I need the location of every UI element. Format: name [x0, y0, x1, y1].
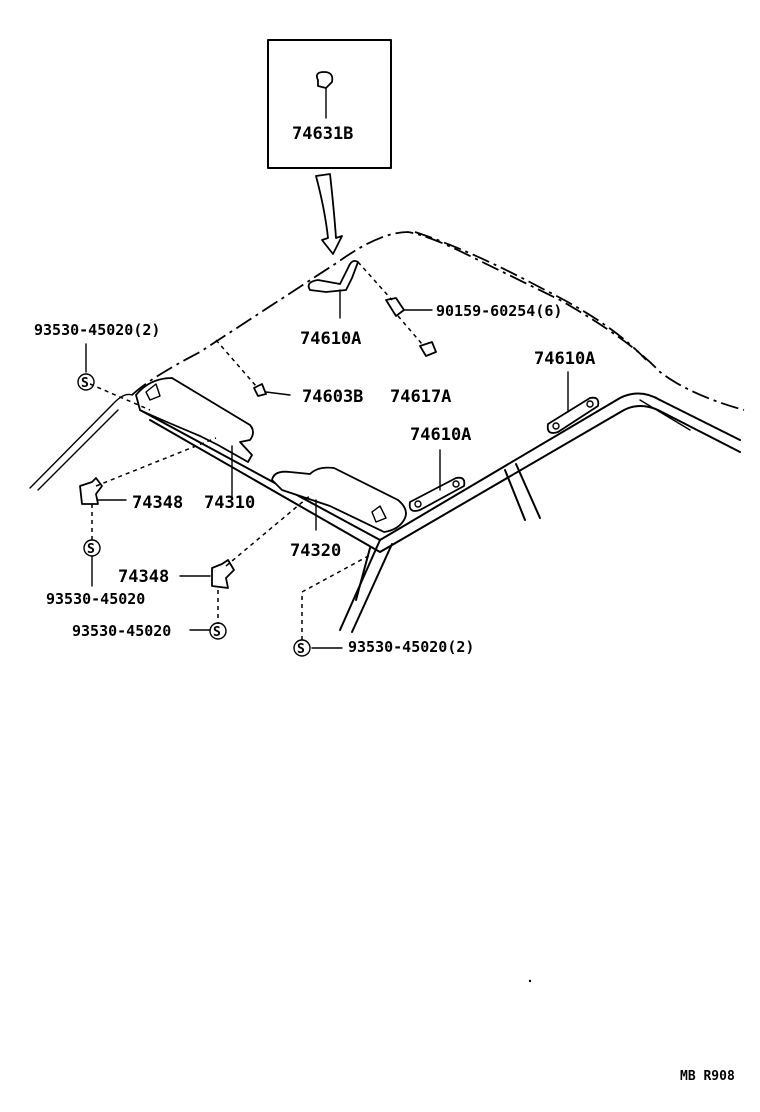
- clip-74617a: [357, 261, 437, 357]
- bracket-74610a-mid: [408, 449, 466, 512]
- stray-dot: [528, 979, 532, 983]
- clip-s-left-bottom: S: [83, 539, 101, 587]
- label-74631b: 74631B: [292, 124, 353, 144]
- inset-box: 74631B: [267, 39, 392, 169]
- label-74610a-right: 74610A: [534, 349, 595, 369]
- sun-visor-right: [271, 466, 407, 533]
- label-74310: 74310: [204, 493, 255, 513]
- dashed-leaders: [89, 383, 373, 640]
- label-90159-60254: 90159-60254(6): [436, 302, 562, 320]
- clip-74631b-icon: [315, 71, 334, 89]
- label-74610a-top: 74610A: [300, 329, 361, 349]
- clip-s-center-bottom: S: [189, 622, 227, 640]
- label-74610a-mid: 74610A: [410, 425, 471, 445]
- holder-74348-left: [79, 477, 127, 505]
- label-93530-45020-2-right: 93530-45020(2): [348, 638, 474, 656]
- svg-text:S: S: [297, 642, 305, 657]
- label-93530-45020-2-top: 93530-45020(2): [34, 321, 160, 339]
- label-74348-center: 74348: [118, 567, 169, 587]
- diagram-code: MB R908: [680, 1069, 735, 1084]
- sun-visor-left: [135, 377, 254, 463]
- svg-text:S: S: [81, 376, 89, 391]
- roof-outline: [29, 231, 745, 491]
- label-74348-left: 74348: [132, 493, 183, 513]
- holder-74348-center: [179, 559, 235, 589]
- clip-s-left-top: S: [77, 343, 95, 391]
- label-93530-45020-center: 93530-45020: [72, 622, 171, 640]
- svg-text:S: S: [213, 625, 221, 640]
- label-74320: 74320: [290, 541, 341, 561]
- clip-74603b: [215, 339, 291, 397]
- label-74603b: 74603B: [302, 387, 363, 407]
- clip-s-right-bottom: S: [293, 639, 343, 657]
- screw-90159: [385, 297, 433, 317]
- bracket-74610a-top: [307, 259, 359, 319]
- label-74617a: 74617A: [390, 387, 451, 407]
- bracket-74610a-right: [546, 371, 600, 434]
- svg-text:S: S: [87, 542, 95, 557]
- inset-arrow-icon: [315, 173, 343, 255]
- label-93530-45020-left: 93530-45020: [46, 590, 145, 608]
